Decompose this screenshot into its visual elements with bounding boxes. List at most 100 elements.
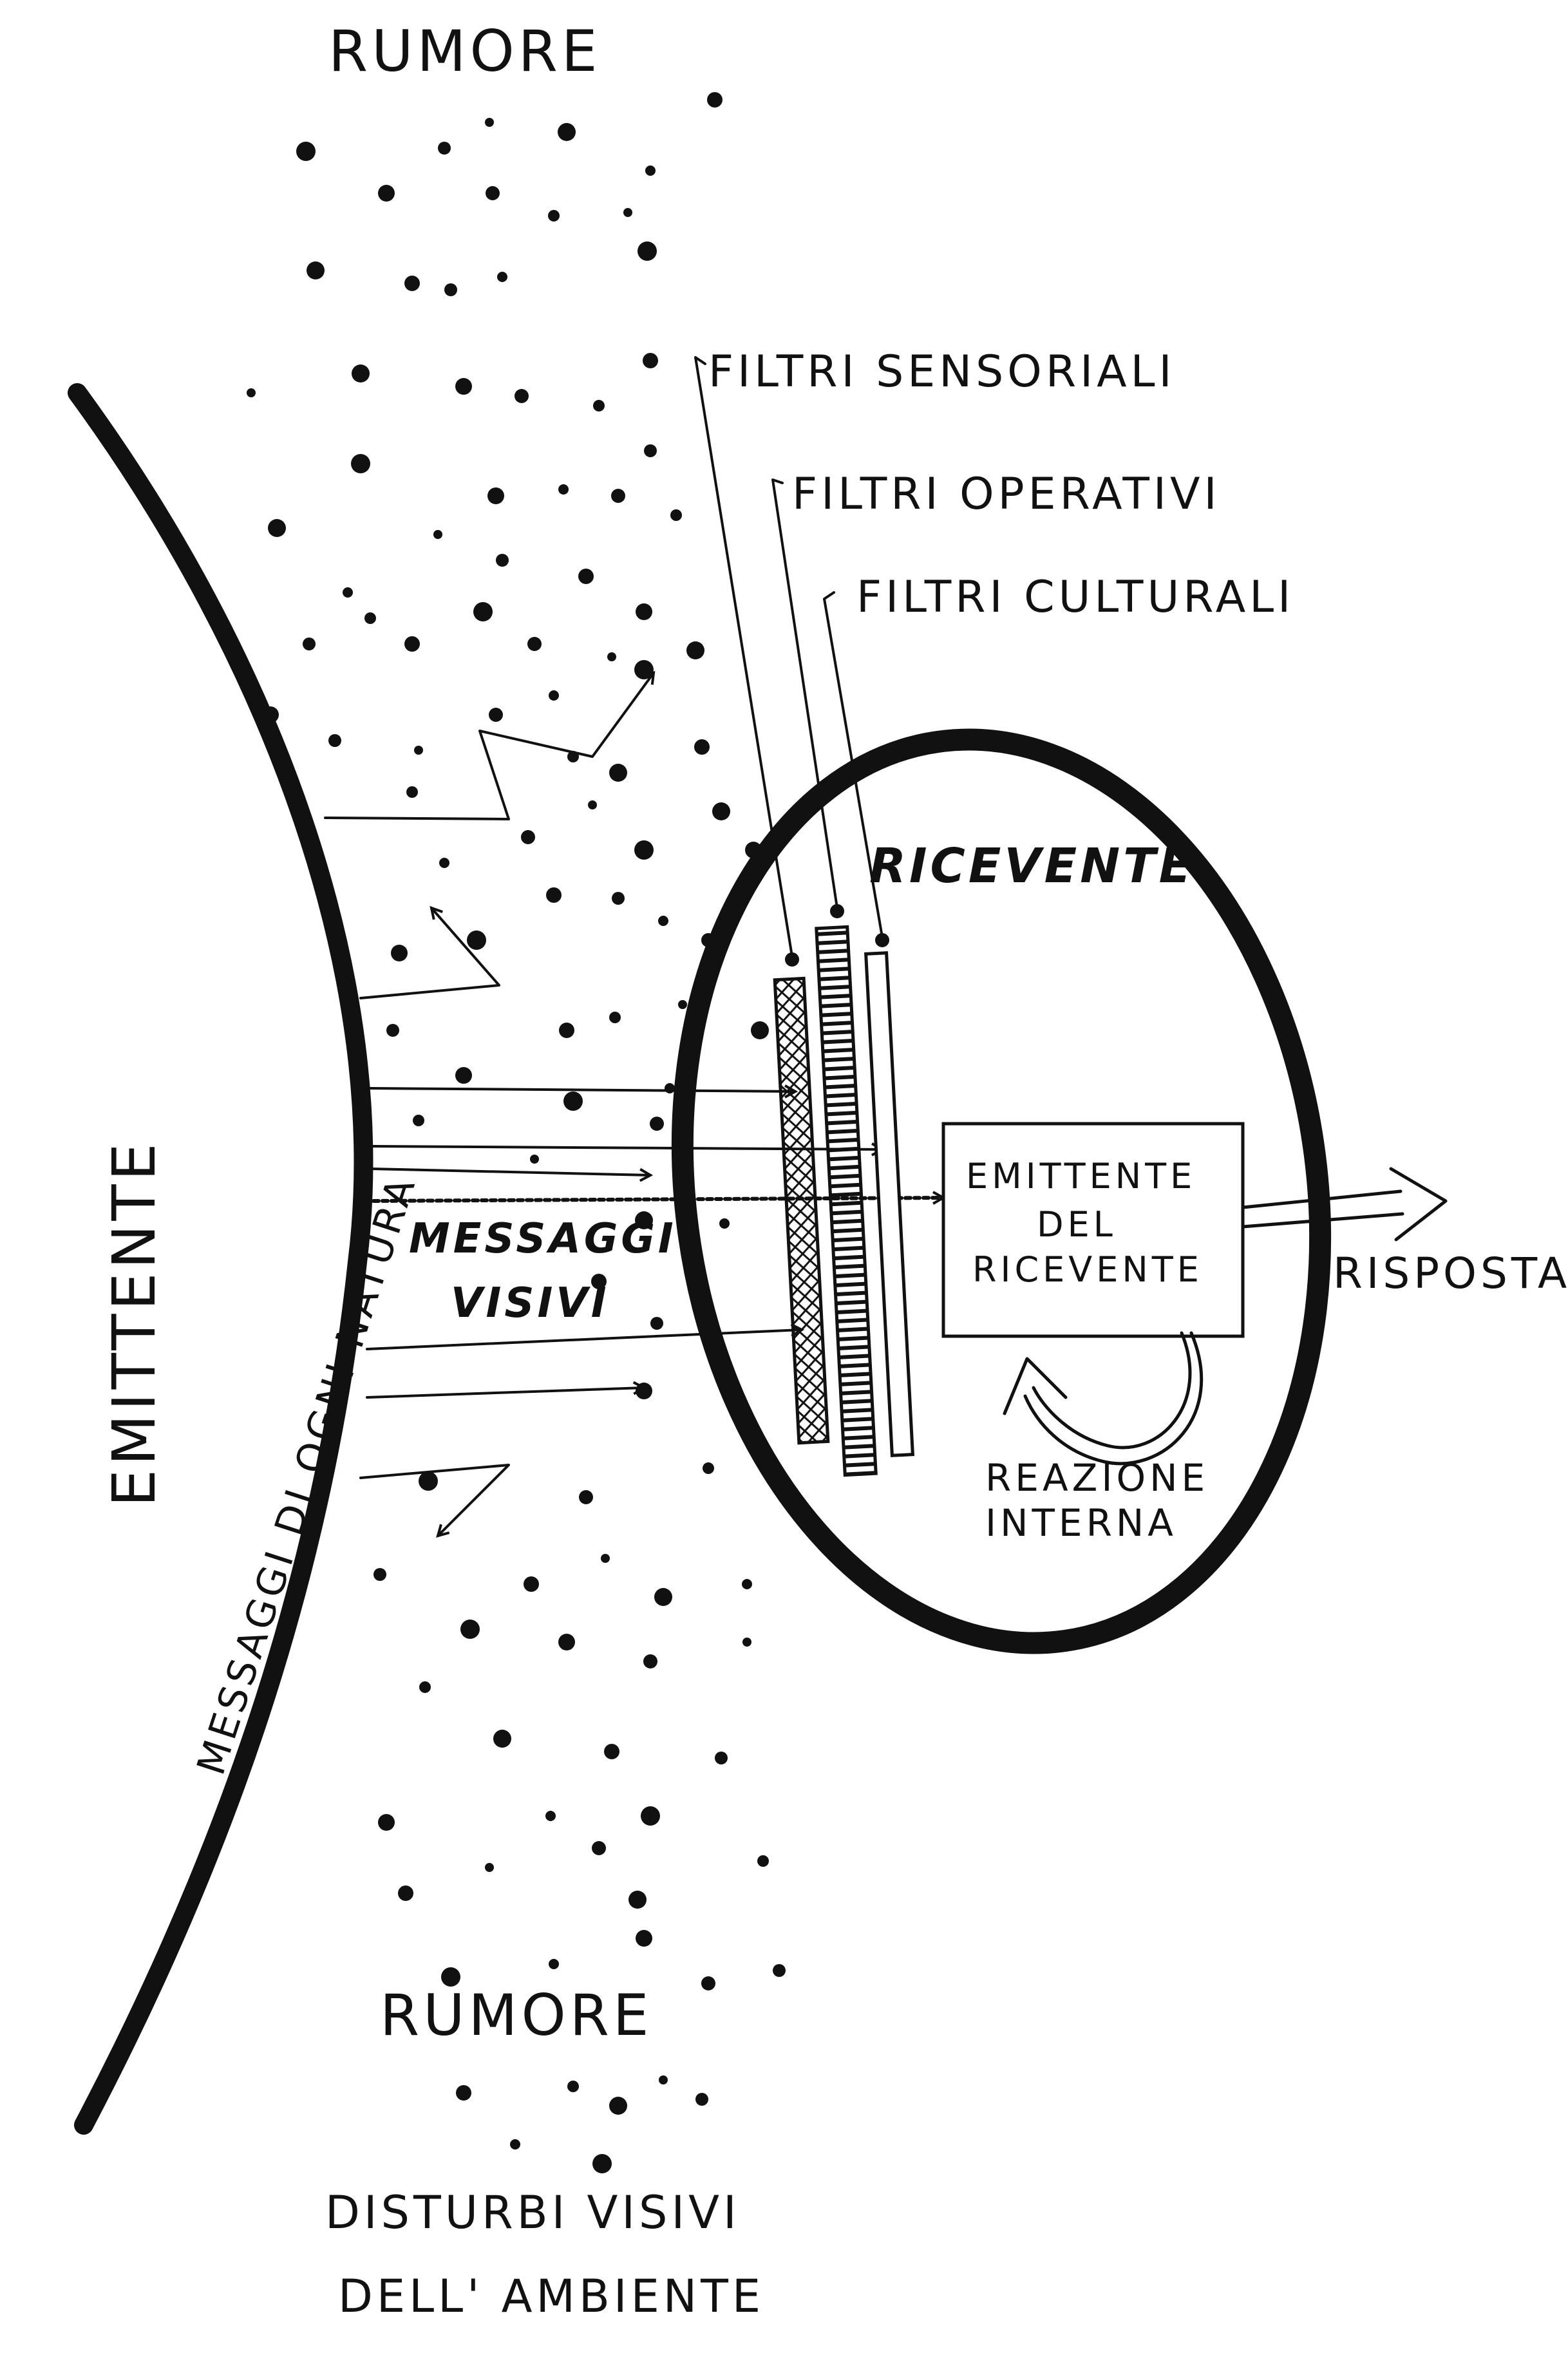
scattered-message-1 [324,673,654,820]
message-line-4 [366,1330,802,1350]
noise-dot [485,1863,494,1872]
noise-dot [404,636,420,652]
response-label: RISPOSTA [1333,1249,1568,1298]
noise-dot [303,638,316,650]
environment-label-line1: DISTURBI VISIVI [325,2186,741,2239]
noise-dot [489,708,503,722]
noise-dot [773,1964,786,1977]
scattered-message-3 [359,1464,510,1536]
noise-dot [742,1579,752,1589]
noise-dot [510,2139,520,2150]
noise-dot [592,2154,612,2173]
noise-dot [378,185,395,202]
noise-dot [548,210,560,222]
noise-dot [493,1730,511,1748]
noise-dot [296,142,316,161]
noise-dot [636,1383,652,1399]
noise-dot [650,1117,664,1131]
noise-dot [719,1218,730,1229]
noise-dot [757,1855,769,1867]
noise-dot [406,786,418,798]
noise-dot [703,1462,714,1474]
noise-dot [609,2097,627,2115]
noise-dot [373,1568,386,1581]
noise-dot [307,261,325,279]
receiver-label: RICEVENTE [869,838,1195,894]
sender-arc [68,383,373,2135]
noise-dot [549,1959,559,1969]
inner-sender-box [941,1122,1245,1338]
noise-dot [438,142,451,155]
noise-dot [636,603,652,620]
noise-dot [604,1744,619,1759]
receiver-ellipse [671,728,1332,1654]
noise-dot [715,1752,728,1764]
noise-dot [588,800,597,809]
noise-dot [485,118,494,127]
noise-dot [641,1806,660,1826]
filter-sensory-bar [773,976,830,1445]
noise-dots [247,92,786,2173]
noise-dot [262,706,279,723]
noise-dot [328,734,341,747]
response-arrow [1241,1167,1448,1242]
internal-reaction-line1: REAZIONE [985,1456,1209,1500]
noise-dot [592,1841,606,1855]
noise-dot [658,916,668,926]
noise-dot [419,1471,438,1491]
message-line-1 [369,1088,795,1091]
filter-leaders [694,356,889,967]
noise-dot [404,276,420,291]
noise-dot [343,587,353,598]
noise-dot [670,509,682,521]
noise-dot [546,887,562,903]
noise-dot [455,378,472,395]
noise-dot [707,92,723,108]
noise-dot [524,1576,539,1592]
noise-dot [486,186,500,200]
noise-dot [612,892,625,905]
noise-dot [558,1634,575,1650]
noise-dot [455,1067,472,1084]
noise-dot [391,945,408,961]
noise-dot [467,931,486,950]
noise-dot [515,389,529,403]
noise-dot [364,612,376,624]
noise-dot [609,1012,621,1023]
filter-cultural-bar [864,951,915,1457]
noise-dot [473,602,493,621]
noise-dot [601,1554,610,1563]
internal-reaction-line2: INTERNA [985,1501,1177,1545]
noise-dot [414,746,423,755]
inner-sender-line1: EMITTENTE [966,1156,1196,1196]
noise-dot [607,652,616,661]
noise-dot [460,1620,480,1639]
noise-dot [695,2093,708,2106]
noise-dot [441,1967,460,1987]
noise-dot [351,454,370,473]
noise-dot [665,1083,675,1093]
noise-dot [386,1024,399,1037]
noise-dot [497,272,507,282]
inner-sender-line3: RICEVENTE [972,1249,1203,1290]
noise-dot [578,569,594,584]
noise-dot [751,1021,769,1039]
noise-dot [558,484,569,495]
noise-dot [527,637,542,651]
noise-dot [247,388,256,397]
noise-dot [643,1654,657,1668]
noise-dot [634,840,654,860]
noise-dot [645,165,656,176]
noise-dot [444,283,457,296]
noise-dot [268,519,286,537]
noise-dot [567,2081,579,2092]
scattered-message-2 [359,908,500,999]
noise-dot [742,1638,751,1647]
noise-dot [636,1930,652,1947]
noise-dot [352,364,370,383]
noise-dot [623,208,632,217]
noise-dot [378,1814,395,1831]
noise-dot [635,1211,653,1229]
noise-dot [398,1885,413,1901]
